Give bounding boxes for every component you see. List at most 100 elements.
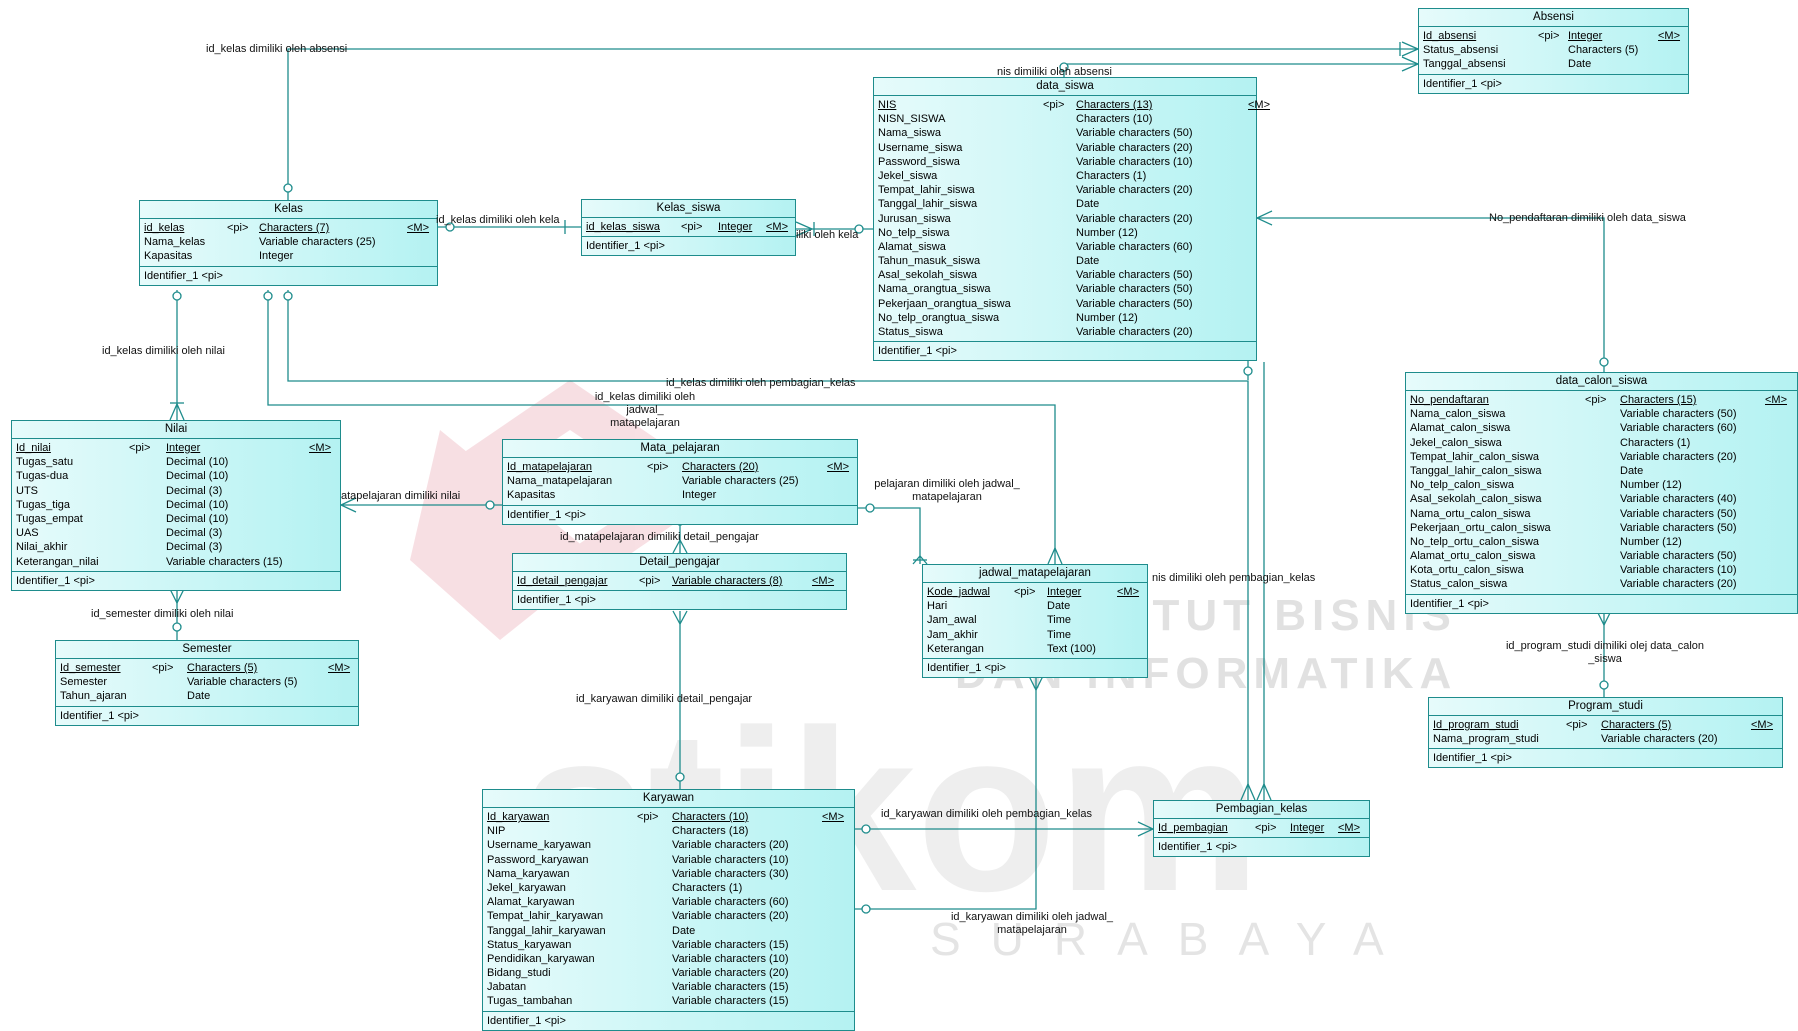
relationship-label: id_kelas dimiliki oleh absensi xyxy=(206,43,348,55)
entity-data-siswa[interactable]: data_siswa NIS<pi>Characters (13)<M>NISN… xyxy=(873,77,1270,362)
entity-absensi[interactable]: Absensi Id_absensi<pi>Integer<M> Status_… xyxy=(1418,8,1689,94)
entity-program-studi[interactable]: Program_studi Id_program_studi<pi>Charac… xyxy=(1428,697,1783,769)
entity-identifier: Identifier_1 <pi> xyxy=(144,269,223,282)
entity-mata-pelajaran[interactable]: Mata_pelajaran Id_matapelajaran<pi>Chara… xyxy=(502,439,858,525)
entity-semester[interactable]: Semester Id_semester<pi>Characters (5)<M… xyxy=(55,640,359,726)
attribute-row: Id_matapelajaran<pi>Characters (20)<M> xyxy=(507,461,850,473)
relationship-label: id_program_studi dimiliki olej data_calo… xyxy=(1505,640,1705,665)
relationship-label: id_matapelajaran dimiliki detail_pengaja… xyxy=(560,531,759,543)
relationship-label: id_kelas dimiliki oleh jadwal_matapelaja… xyxy=(594,391,696,429)
entity-title: Karyawan xyxy=(483,790,854,808)
attribute-row: No_pendaftaran<pi>Characters (15)<M> xyxy=(1410,394,1788,406)
entity-title: Pembagian_kelas xyxy=(1154,801,1369,819)
attribute-row: Id_karyawan<pi>Characters (10)<M> xyxy=(487,811,845,823)
entity-title: data_calon_siswa xyxy=(1406,373,1797,391)
entity-title: Semester xyxy=(56,641,358,659)
entity-identifier: Identifier_1 <pi> xyxy=(878,345,957,358)
relationship-label: No_pendaftaran dimiliki oleh data_siswa xyxy=(1489,212,1686,224)
entity-kelas[interactable]: Kelas id_kelas<pi>Characters (7)<M>Nama_… xyxy=(139,200,438,286)
relationship-label: id_karyawan dimiliki oleh jadwal_matapel… xyxy=(950,911,1114,936)
entity-identifier: Identifier_1 <pi> xyxy=(1423,77,1502,90)
entity-identifier: Identifier_1 <pi> xyxy=(1410,597,1489,610)
entity-kelas-siswa[interactable]: Kelas_siswa id_kelas_siswa<pi>Integer<M>… xyxy=(581,199,796,257)
relationship-label: atapelajaran dimiliki nilai xyxy=(341,490,461,502)
entity-karyawan[interactable]: Karyawan Id_karyawan<pi>Characters (10)<… xyxy=(482,789,855,1031)
relationship-label: nis dimiliki oleh absensi xyxy=(997,66,1112,78)
relationship-label: nis dimiliki oleh pembagian_kelas xyxy=(1152,572,1316,584)
entity-title: Absensi xyxy=(1419,9,1688,27)
attribute-row: Id_program_studi<pi>Characters (5)<M> xyxy=(1433,719,1774,731)
attribute-row: Id_pembagian<pi>Integer<M> xyxy=(1158,822,1361,834)
entity-detail-pengajar[interactable]: Detail_pengajar Id_detail_pengajar<pi>Va… xyxy=(512,553,847,611)
entity-title: Program_studi xyxy=(1429,698,1782,716)
entity-title: Kelas_siswa xyxy=(582,200,795,218)
watermark-city: SURABAYA xyxy=(930,913,1414,965)
entity-identifier: Identifier_1 <pi> xyxy=(1158,841,1237,854)
entity-data-calon-siswa[interactable]: data_calon_siswa No_pendaftaran<pi>Chara… xyxy=(1405,372,1798,614)
entity-pembagian-kelas[interactable]: Pembagian_kelas Id_pembagian<pi>Integer<… xyxy=(1153,800,1370,858)
entity-identifier: Identifier_1 <pi> xyxy=(16,574,95,587)
relationship-label: iliki oleh kela xyxy=(796,229,859,241)
entity-title: jadwal_matapelajaran xyxy=(923,565,1147,583)
entity-title: Detail_pengajar xyxy=(513,554,846,572)
relationship-label: id_kelas dimiliki oleh nilai xyxy=(102,345,225,357)
attribute-row: Id_semester<pi>Characters (5)<M> xyxy=(60,662,351,674)
attribute-row: Id_detail_pengajar<pi>Variable character… xyxy=(517,575,835,587)
entity-jadwal-matapelajaran[interactable]: jadwal_matapelajaran Kode_jadwal<pi>Inte… xyxy=(922,564,1148,678)
entity-identifier: Identifier_1 <pi> xyxy=(517,594,596,607)
relationship-label: id_kelas dimiliki oleh pembagian_kelas xyxy=(666,377,856,389)
